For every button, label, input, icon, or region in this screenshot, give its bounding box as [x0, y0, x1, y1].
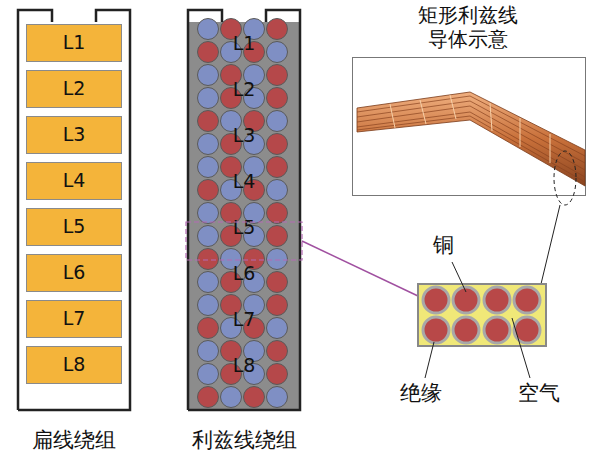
layer-label: L1: [188, 31, 300, 55]
conductor-layer: L4: [26, 162, 122, 200]
callout-label: 铜: [428, 232, 458, 258]
strand: [198, 272, 219, 293]
strand: [267, 88, 288, 109]
photo-frame: 矩形利兹线 导体示意: [352, 57, 586, 196]
coil-outline: [188, 10, 300, 410]
strand: [267, 272, 288, 293]
leader-line: [425, 342, 434, 378]
detail-ellipse: [554, 151, 576, 205]
layer-label: L7: [188, 307, 300, 331]
conductor-layer: L3: [26, 116, 122, 154]
strand: [198, 88, 219, 109]
litz-fill: [188, 22, 300, 410]
strand: [267, 226, 288, 247]
layer-label: L3: [188, 123, 300, 147]
zoom-line: [302, 241, 418, 296]
conductor-layer: L8: [26, 346, 122, 384]
strand: [198, 341, 219, 362]
strand: [198, 318, 219, 339]
strand: [244, 387, 265, 408]
layer-label: L4: [27, 163, 121, 199]
strand: [267, 249, 288, 270]
coil-outline-path: [18, 10, 130, 410]
conductor-layer: L7: [26, 300, 122, 338]
layer-label: L8: [188, 353, 300, 377]
strand: [267, 387, 288, 408]
winding-caption: 利兹线绕组: [163, 427, 325, 453]
strand: [198, 249, 219, 270]
litz-winding: 利兹线绕组L1L2L3L4L5L6L7L8: [188, 10, 300, 410]
conductor-layer: L1: [26, 24, 122, 62]
strand: [198, 19, 219, 40]
strand: [267, 111, 288, 132]
strand: [267, 157, 288, 178]
leader-line: [452, 262, 466, 292]
layer-label: L6: [27, 255, 121, 291]
strand: [267, 65, 288, 86]
layer-label: L2: [188, 77, 300, 101]
figure-heading: 矩形利兹线 导体示意: [409, 3, 527, 51]
strand: [267, 180, 288, 201]
highlight-box: [186, 222, 302, 260]
layer-label: L1: [27, 25, 121, 61]
strand: [198, 364, 219, 385]
cross-section: [418, 284, 546, 346]
conductor-layer: L5: [26, 208, 122, 246]
winding-caption: 扁线绕组: [0, 427, 155, 453]
strand: [198, 203, 219, 224]
conductor-layer: L6: [26, 254, 122, 292]
layer-label: L6: [188, 261, 300, 285]
flat-winding: 扁线绕组L1L2L3L4L5L6L7L8: [18, 10, 130, 410]
layer-label: L5: [27, 209, 121, 245]
strand: [267, 203, 288, 224]
strand: [267, 318, 288, 339]
strand: [198, 226, 219, 247]
strand: [198, 180, 219, 201]
layer-label: L2: [27, 71, 121, 107]
litz-ribbon: [357, 92, 585, 186]
layer-label: L5: [188, 215, 300, 239]
strand: [267, 134, 288, 155]
layer-label: L3: [27, 117, 121, 153]
strand: [267, 295, 288, 316]
strand: [221, 387, 242, 408]
strand: [198, 111, 219, 132]
strand: [267, 341, 288, 362]
strand: [198, 65, 219, 86]
layer-label: L4: [188, 169, 300, 193]
strand: [198, 295, 219, 316]
strand: [198, 134, 219, 155]
conductor-layer: L2: [26, 70, 122, 108]
strand: [198, 387, 219, 408]
strand: [198, 157, 219, 178]
layer-label: L8: [27, 347, 121, 383]
strand: [267, 42, 288, 63]
callout-label: 空气: [514, 380, 564, 406]
coil-outline-path: [188, 10, 300, 410]
leader-line: [541, 205, 560, 284]
strand: [267, 19, 288, 40]
callout-label: 绝缘: [396, 380, 446, 406]
strand: [198, 42, 219, 63]
strand: [267, 364, 288, 385]
layer-label: L7: [27, 301, 121, 337]
leader-line: [512, 318, 530, 378]
